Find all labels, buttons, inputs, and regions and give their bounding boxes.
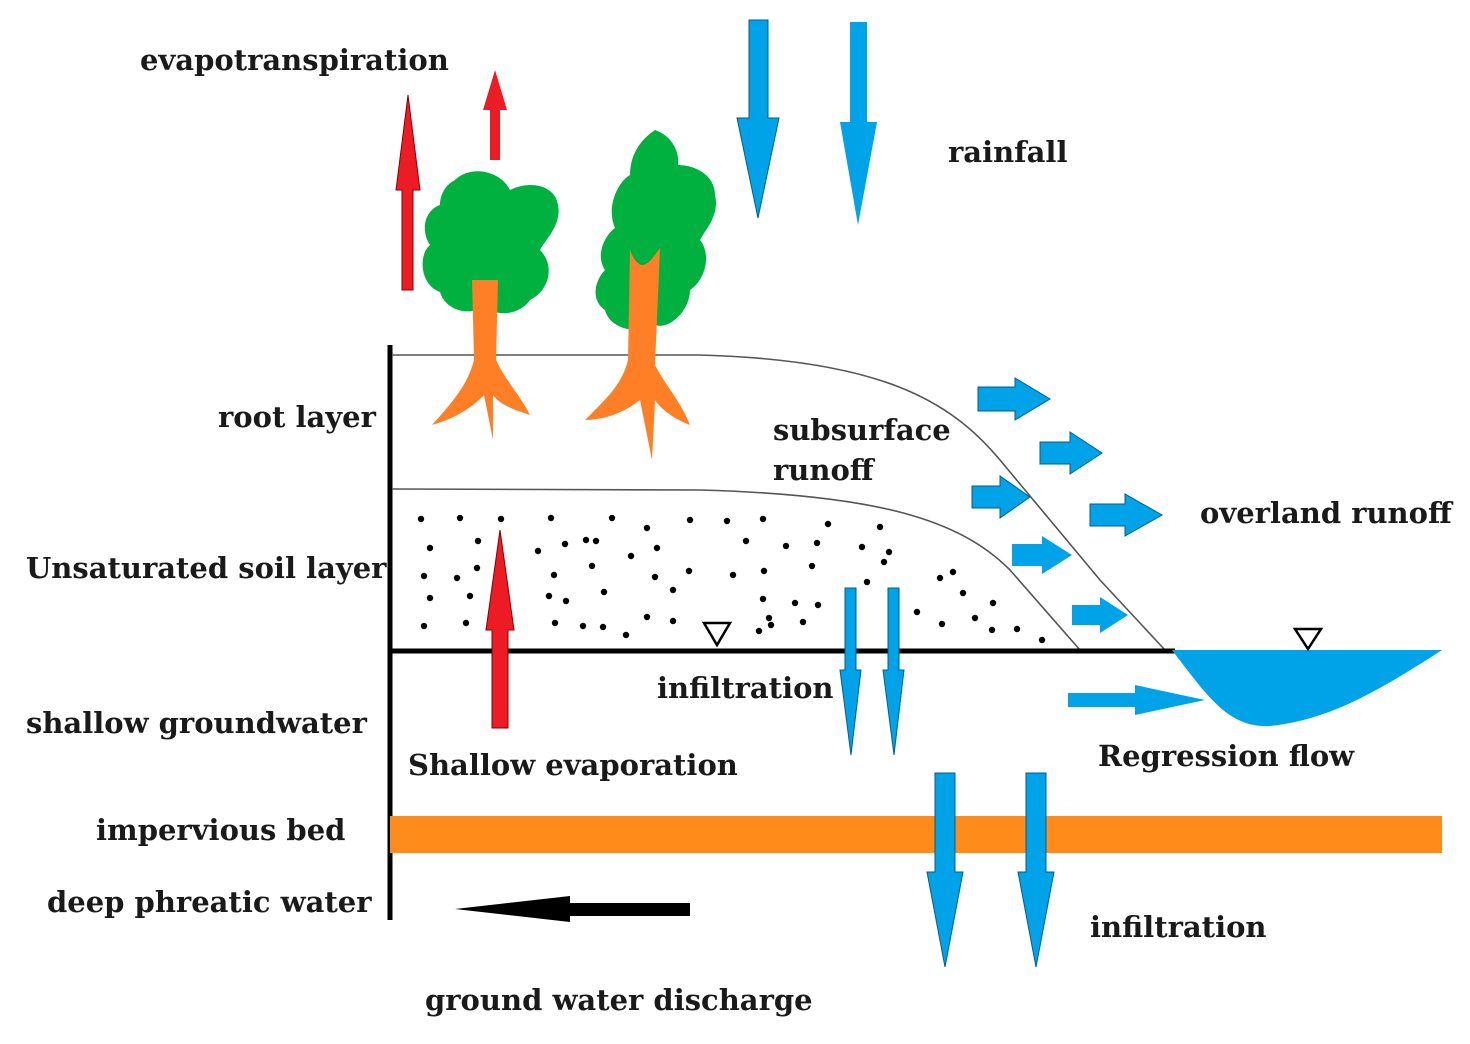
label-subsurface-runoff-line2: runoff bbox=[773, 453, 876, 487]
tree-left-foliage bbox=[422, 171, 559, 314]
ground-water-discharge-arrow bbox=[455, 896, 690, 922]
label-root-layer: root layer bbox=[218, 400, 377, 434]
tree-right bbox=[585, 130, 717, 460]
label-shallow-groundwater: shallow groundwater bbox=[26, 706, 368, 740]
overland-runoff-arrow-1 bbox=[977, 377, 1051, 421]
evapotranspiration-arrow-large bbox=[395, 94, 421, 291]
label-impervious-bed: impervious bed bbox=[96, 813, 345, 847]
infiltration-arrow-upper-right bbox=[882, 587, 905, 756]
tree-right-trunk bbox=[585, 248, 690, 460]
infiltration-arrow-upper-left bbox=[839, 587, 862, 756]
water-table-marker-stream bbox=[1292, 627, 1324, 652]
subsurface-runoff-arrow-1 bbox=[971, 475, 1031, 519]
regression-flow-arrow bbox=[1068, 685, 1205, 715]
stream-water bbox=[1172, 650, 1442, 727]
label-infiltration-lower: infiltration bbox=[1090, 910, 1267, 944]
subsurface-runoff-arrow-3 bbox=[1072, 597, 1128, 633]
label-evapotranspiration: evapotranspiration bbox=[140, 43, 449, 77]
label-overland-runoff: overland runoff bbox=[1200, 496, 1454, 530]
label-subsurface-runoff-line1: subsurface bbox=[773, 413, 951, 447]
label-regression-flow: Regression flow bbox=[1098, 739, 1355, 773]
evapotranspiration-arrow-small bbox=[483, 70, 507, 160]
label-unsaturated-soil-layer: Unsaturated soil layer bbox=[26, 551, 387, 585]
label-deep-phreatic-water: deep phreatic water bbox=[47, 885, 372, 919]
label-infiltration-upper: infiltration bbox=[657, 671, 834, 705]
impervious-bed-layer bbox=[390, 816, 1442, 853]
water-table-marker-soil bbox=[701, 621, 733, 648]
shallow-evaporation-arrow bbox=[485, 529, 515, 729]
label-shallow-evaporation: Shallow evaporation bbox=[408, 748, 738, 782]
tree-left-trunk bbox=[432, 280, 530, 440]
infiltration-arrow-lower-left bbox=[926, 772, 964, 968]
rainfall-arrow-left bbox=[736, 19, 780, 219]
ground-surface-curve bbox=[392, 354, 1166, 651]
tree-right-foliage bbox=[595, 130, 717, 330]
label-rainfall: rainfall bbox=[948, 135, 1067, 169]
tree-left bbox=[422, 171, 559, 440]
unsaturated-soil-dots bbox=[417, 514, 1046, 644]
overland-runoff-arrow-3 bbox=[1089, 493, 1164, 537]
overland-runoff-arrow-2 bbox=[1039, 431, 1103, 475]
infiltration-arrow-lower-right bbox=[1017, 772, 1055, 968]
rainfall-arrow-right bbox=[840, 22, 877, 225]
subsurface-runoff-arrow-2 bbox=[1012, 536, 1072, 574]
label-ground-water-discharge: ground water discharge bbox=[425, 983, 813, 1017]
root-layer-boundary-curve bbox=[391, 488, 1081, 651]
